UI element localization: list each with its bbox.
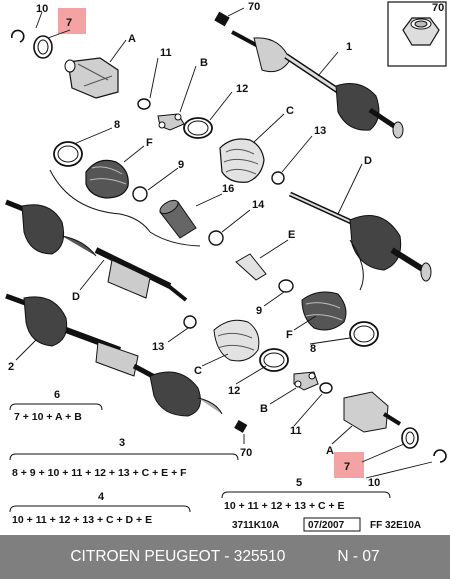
- label-12-mid: 12: [228, 385, 240, 397]
- label-7-bottom: 7: [344, 461, 350, 473]
- highlight-7-top: [58, 8, 86, 34]
- circlip-10-top: [11, 29, 25, 43]
- label-F-mid: F: [286, 329, 293, 341]
- ring-13-mid: [183, 315, 197, 329]
- clamp-12-mid: [259, 348, 289, 372]
- label-13-top: 13: [314, 125, 326, 137]
- ring-13-top: [271, 171, 285, 185]
- label-D-right: D: [364, 155, 372, 167]
- ring-11-top: [137, 98, 151, 110]
- kit-3: 3 8 + 9 + 10 + 11 + 12 + 13 + C + E + F: [9, 437, 239, 479]
- label-70-inset: 70: [432, 2, 444, 14]
- ring-14: [208, 230, 224, 246]
- label-10-bottom: 10: [368, 477, 380, 489]
- circlip-10-bottom: [433, 449, 447, 463]
- label-70-bottom: 70: [240, 447, 252, 459]
- kit-formula-3: 8 + 9 + 10 + 11 + 12 + 13 + C + E + F: [12, 467, 187, 479]
- ref-code-right: FF 32E10A: [370, 520, 421, 531]
- grease-tube-E: [235, 253, 267, 281]
- kit-formula-5: 10 + 11 + 12 + 13 + C + E: [224, 500, 345, 512]
- damper-16: [159, 199, 197, 239]
- label-A-mid: A: [326, 445, 334, 457]
- reference-line: 3711K10A 07/2007 FF 32E10A: [232, 517, 421, 532]
- footer-title: CITROEN PEUGEOT - 325510: [70, 548, 286, 565]
- kit-formula-6: 7 + 10 + A + B: [14, 411, 82, 423]
- label-1: 1: [346, 41, 352, 53]
- boot-C-top: [219, 138, 265, 183]
- footer-bar: CITROEN PEUGEOT - 325510 N - 07: [0, 535, 450, 579]
- label-C: C: [286, 105, 294, 117]
- clamp-12-top: [183, 117, 213, 139]
- kit-number-3: 3: [119, 437, 125, 449]
- boot-C-mid: [213, 319, 260, 362]
- label-C-mid: C: [194, 365, 202, 377]
- kit-number-6: 6: [54, 389, 60, 401]
- label-B-top: B: [200, 57, 208, 69]
- driveshaft-2-left: [5, 293, 248, 433]
- ring-11-mid: [319, 382, 333, 394]
- footer-page: N - 07: [337, 548, 380, 565]
- kit-6: 6 7 + 10 + A + B: [9, 389, 103, 423]
- label-70-top: 70: [248, 1, 260, 13]
- label-A-top: A: [128, 33, 136, 45]
- label-E: E: [288, 229, 295, 241]
- label-9-mid: 9: [256, 305, 262, 317]
- label-7-top: 7: [66, 17, 72, 29]
- diagram-canvas: 70: [5, 1, 447, 532]
- joint-housing-A-bottom: [343, 391, 402, 433]
- label-2: 2: [8, 361, 14, 373]
- tripod-B-mid: [293, 371, 319, 391]
- inset-nut-box: 70: [387, 1, 447, 67]
- seal-ring-7-top: [33, 35, 53, 59]
- label-14: 14: [252, 199, 265, 211]
- label-8-top: 8: [114, 119, 120, 131]
- driveshaft-D-left: [5, 199, 188, 302]
- kit-formula-4: 10 + 11 + 12 + 13 + C + D + E: [12, 514, 152, 526]
- leader-lines: [15, 7, 433, 479]
- brace-line-left: [49, 169, 151, 233]
- boot-F-mid: [301, 291, 347, 331]
- brace-line-mid: [149, 231, 201, 247]
- joint-housing-A-top: [64, 57, 119, 99]
- label-F-top: F: [146, 137, 153, 149]
- label-D-left: D: [72, 291, 80, 303]
- kit-number-4: 4: [98, 491, 105, 503]
- label-11-top: 11: [160, 47, 172, 59]
- part-labels: 10 7 A 11 B 12 C 8 F 9 13 16 14 D E 70 1…: [8, 1, 380, 489]
- boot-F-top: [85, 159, 129, 199]
- label-9-top: 9: [178, 159, 184, 171]
- label-11-mid: 11: [290, 425, 302, 437]
- ref-code-left: 3711K10A: [232, 520, 279, 531]
- seal-ring-7-bottom: [401, 427, 419, 449]
- kit-4: 4 10 + 11 + 12 + 13 + C + D + E: [9, 491, 191, 526]
- kit-number-5: 5: [296, 477, 302, 489]
- label-B-mid: B: [260, 403, 268, 415]
- label-10-top: 10: [36, 3, 48, 15]
- kit-5: 5 10 + 11 + 12 + 13 + C + E: [221, 477, 391, 512]
- tripod-B-top: [157, 113, 185, 131]
- ref-date: 07/2007: [308, 520, 345, 531]
- ring-9-mid: [278, 279, 294, 293]
- highlight-7-bottom: [334, 452, 364, 478]
- driveshaft-D-right: [288, 191, 432, 291]
- driveshaft-1-top: [214, 11, 404, 139]
- ring-9-top: [132, 186, 148, 202]
- label-8-mid: 8: [310, 343, 316, 355]
- label-12-top: 12: [236, 83, 248, 95]
- clamp-8-top: [53, 141, 83, 167]
- clamp-8-mid: [349, 321, 379, 347]
- label-13-mid: 13: [152, 341, 164, 353]
- label-16: 16: [222, 183, 234, 195]
